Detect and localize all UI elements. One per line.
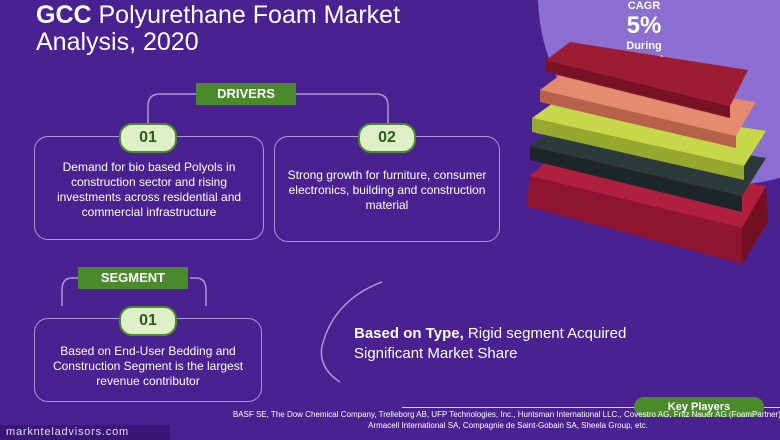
key-players-rule-left <box>402 407 634 408</box>
cagr-block: CAGR 5% During 2021-26 <box>598 0 690 67</box>
type-note-rest: Rigid segment Acquired Significant Marke… <box>354 325 627 362</box>
foam-layer-bottom-edge <box>742 186 768 264</box>
foam-layer-salmon <box>540 72 756 136</box>
type-note: Based on Type, Rigid segment Acquired Si… <box>354 324 684 364</box>
segment-connector-left <box>61 277 82 306</box>
segment-connector-right <box>190 277 207 306</box>
title-bold: GCC <box>36 1 92 29</box>
key-players-rule-right <box>764 407 780 408</box>
key-players-heading: Key Players <box>634 397 764 417</box>
segment-heading: SEGMENT <box>78 267 188 289</box>
foam-layer-top-side <box>546 60 730 118</box>
cagr-value: 5% <box>626 12 662 39</box>
drivers-heading: DRIVERS <box>196 83 296 105</box>
foam-layer-dark-side <box>530 146 742 212</box>
driver-text-2: Strong growth for furniture, consumer el… <box>287 168 487 212</box>
drivers-connector-right <box>296 93 389 124</box>
foam-layer-bottom-side <box>526 176 742 264</box>
key-players-list: BASF SE, The Dow Chemical Company, Trell… <box>232 410 780 430</box>
driver-number-1: 01 <box>119 123 177 153</box>
segment-text: Based on End-User Bedding and Constructi… <box>52 344 244 388</box>
driver-number-2: 02 <box>358 123 416 153</box>
driver-text-1: Demand for bio based Polyols in construc… <box>56 160 242 219</box>
title-line2: Analysis, 2020 <box>36 28 199 56</box>
type-note-bold: Based on Type, <box>354 325 464 342</box>
foam-layer-lime <box>532 98 766 166</box>
drivers-connector-left <box>147 93 196 124</box>
foam-stack-illustration <box>526 42 768 264</box>
cagr-during: During <box>626 40 662 52</box>
website-link[interactable]: marknteladvisors.com <box>0 425 170 440</box>
swoosh-accent <box>320 281 383 383</box>
page-title: GCC Polyurethane Foam Market Analysis, 2… <box>36 2 400 56</box>
foam-layer-salmon-side <box>540 90 736 148</box>
segment-number: 01 <box>119 306 177 336</box>
foam-layer-lime-side <box>532 118 744 180</box>
cagr-label: CAGR <box>627 0 661 12</box>
foam-layer-top <box>546 42 748 106</box>
title-line1: Polyurethane Foam Market <box>91 1 401 29</box>
